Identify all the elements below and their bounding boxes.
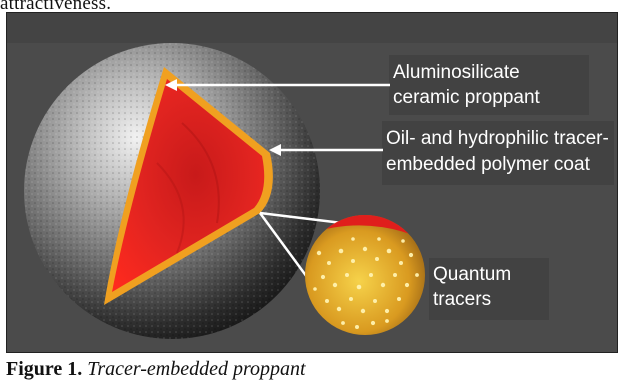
figure-title: Tracer-embedded proppant	[87, 358, 305, 380]
coat-label-line1: Oil- and hydrophilic tracer-	[386, 128, 609, 149]
tracers-label-line1: Quantum	[433, 264, 511, 285]
figure-panel: Aluminosilicate ceramic proppant Oil- an…	[6, 12, 618, 353]
figure-number: Figure 1.	[6, 358, 82, 380]
proppant-diagram: Aluminosilicate ceramic proppant Oil- an…	[7, 13, 617, 352]
coat-label-line2: embedded polymer coat	[386, 154, 591, 175]
figure-caption: Figure 1. Tracer-embedded proppant	[6, 358, 306, 381]
tracers-label-line2: tracers	[433, 289, 491, 310]
core-label-line1: Aluminosilicate	[393, 62, 520, 83]
core-label-line2: ceramic proppant	[393, 87, 541, 108]
